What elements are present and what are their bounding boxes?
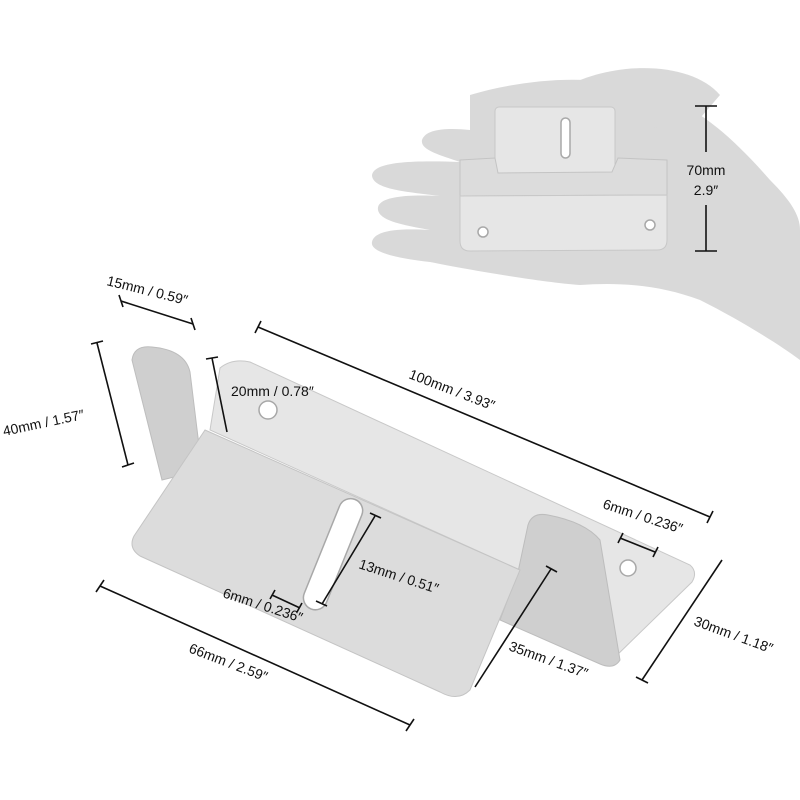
right-flange-height-label: 30mm / 1.18″ — [692, 613, 775, 656]
bracket-left-tab — [131, 346, 203, 481]
dimension-tab-height: 40mm / 1.57″ — [1, 340, 135, 468]
tab-width-label: 15mm / 0.59″ — [105, 272, 189, 308]
hand-height-in-label: 2.9″ — [694, 182, 718, 198]
total-length-label: 100mm / 3.93″ — [407, 366, 497, 413]
bracket-main-view — [131, 346, 696, 697]
mounting-hole-right — [619, 559, 637, 577]
adjustment-slot — [302, 497, 364, 611]
dimension-hand-height: 70mm 2.9″ — [687, 105, 726, 252]
bracket-right-tab — [499, 514, 621, 667]
inner-height-label: 20mm / 0.78″ — [231, 383, 314, 399]
bracket-small-view — [459, 106, 668, 252]
mounting-hole-left — [258, 400, 278, 420]
base-length-label: 66mm / 2.59″ — [187, 640, 270, 685]
tab-height-label: 40mm / 1.57″ — [1, 406, 85, 439]
hand-height-mm-label: 70mm — [687, 162, 726, 178]
dimension-inner-height: 20mm / 0.78″ — [205, 356, 314, 433]
dimension-tab-width: 15mm / 0.59″ — [105, 272, 196, 331]
